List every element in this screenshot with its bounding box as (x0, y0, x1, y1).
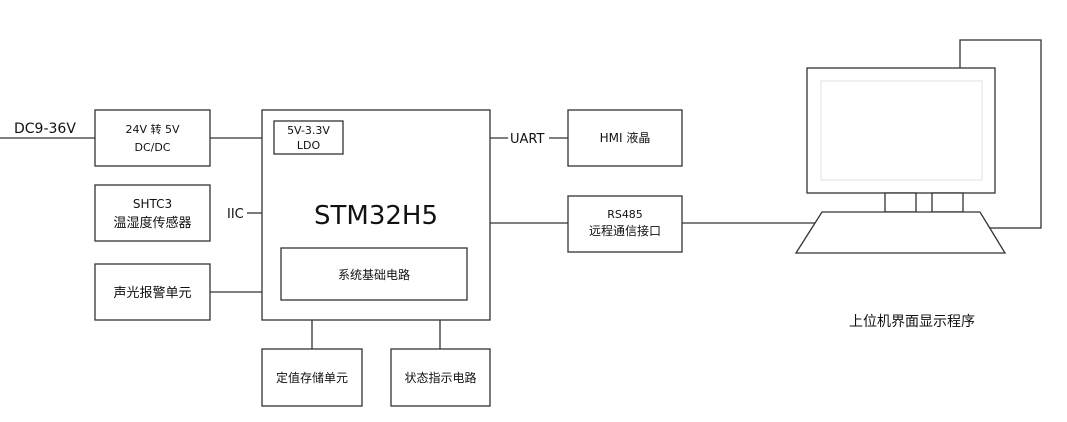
dcdc-line1: 24V 转 5V (125, 122, 180, 136)
storage-label: 定值存储单元 (276, 370, 348, 385)
monitor-screen (820, 80, 983, 181)
sensor-block: SHTC3 温湿度传感器 (94, 184, 211, 242)
input-voltage-label: DC9-36V (14, 121, 76, 137)
sensor-line1: SHTC3 (133, 197, 172, 211)
iic-label: IIC (227, 207, 244, 222)
dcdc-line2: DC/DC (134, 141, 170, 154)
rs485-block: RS485 远程通信接口 (567, 195, 683, 253)
keyboard (794, 211, 1007, 254)
alarm-label: 声光报警单元 (113, 285, 191, 301)
status-circuit-block: 状态指示电路 (390, 348, 491, 407)
rs485-line2: 远程通信接口 (589, 223, 661, 238)
hmi-block: HMI 液晶 (567, 109, 683, 167)
sensor-line2: 温湿度传感器 (113, 215, 191, 231)
uart-label: UART (510, 132, 544, 147)
alarm-block: 声光报警单元 (94, 263, 211, 321)
wires (0, 137, 822, 349)
rs485-line1: RS485 (607, 208, 643, 221)
monitor-frame (806, 67, 996, 194)
ldo-block: 5V-3.3V LDO (273, 120, 344, 155)
base-circuit-label: 系统基础电路 (338, 267, 410, 282)
monitor-stand-left (884, 192, 917, 213)
ldo-line1: 5V-3.3V (287, 124, 330, 137)
ldo-line2: LDO (297, 139, 321, 152)
monitor-stand-right (931, 192, 964, 213)
host-label: 上位机界面显示程序 (849, 314, 975, 330)
host-computer-icon (794, 39, 1042, 254)
status-circuit-label: 状态指示电路 (404, 370, 476, 385)
hmi-label: HMI 液晶 (600, 130, 651, 145)
mcu-title: STM32H5 (314, 201, 438, 231)
base-circuit-block: 系统基础电路 (280, 247, 468, 301)
dcdc-block: 24V 转 5V DC/DC (94, 109, 211, 167)
storage-block: 定值存储单元 (261, 348, 363, 407)
